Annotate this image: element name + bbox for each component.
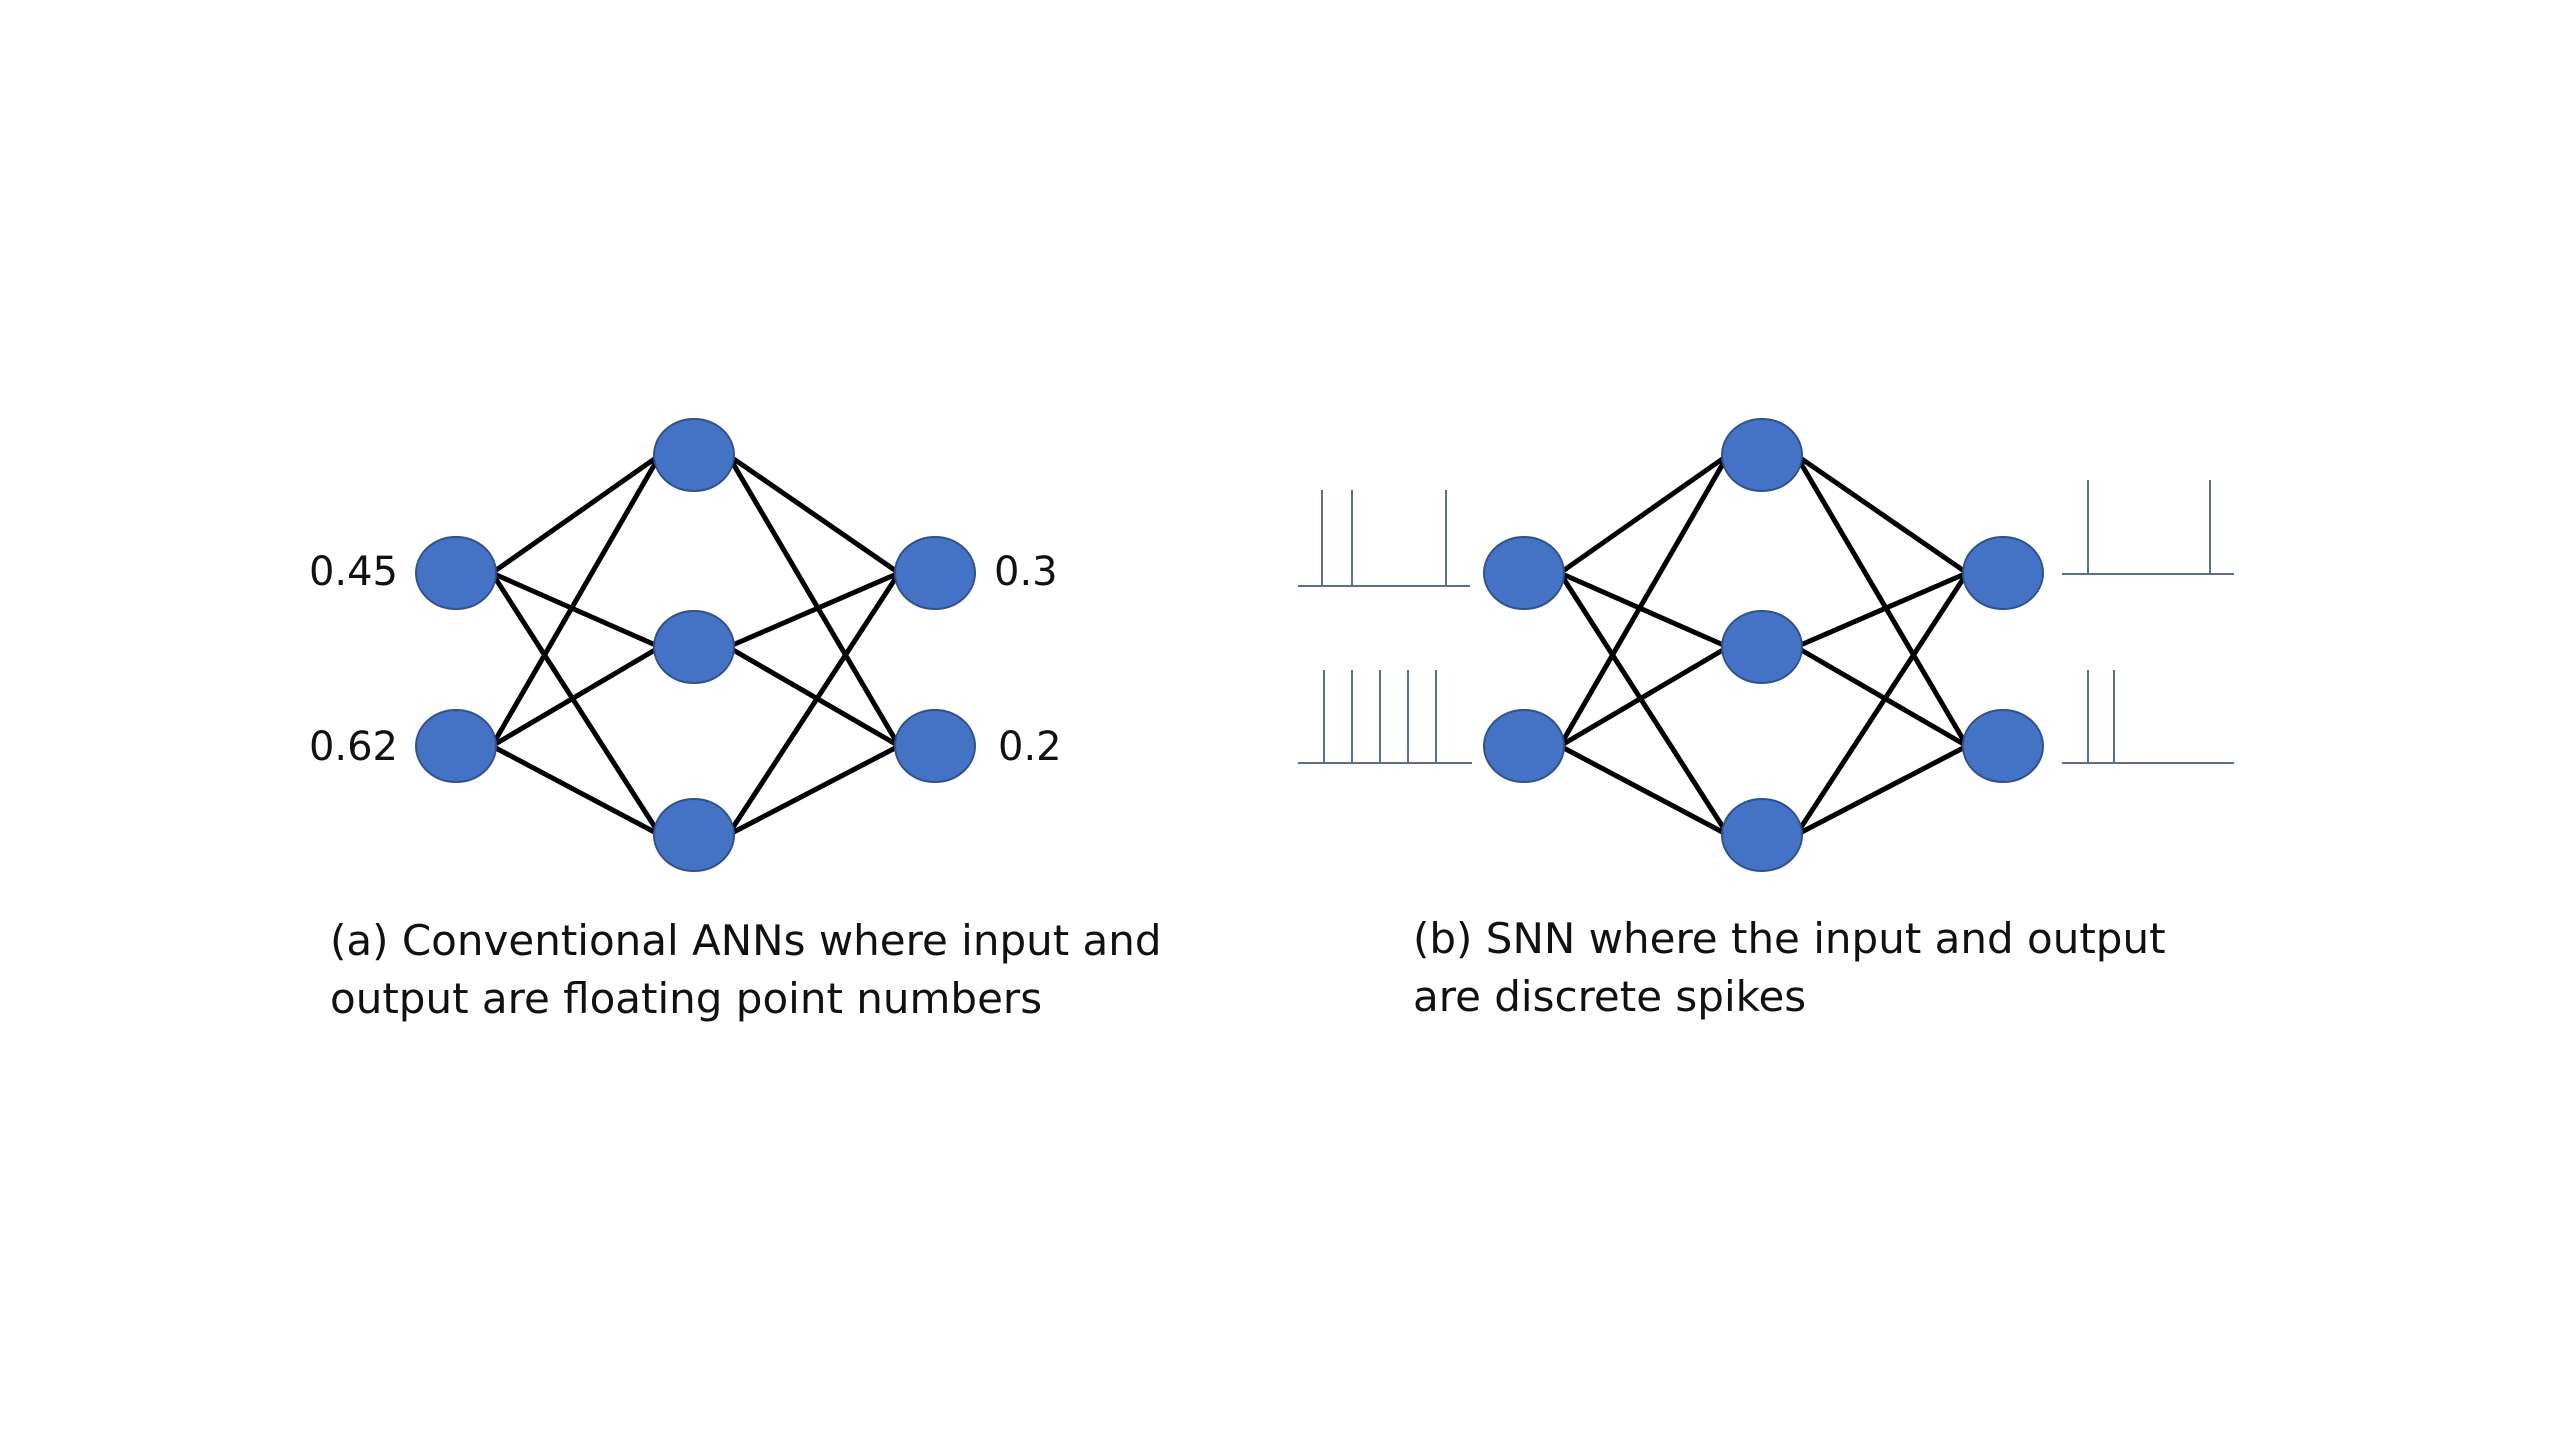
ann-hidden-node-3 [653,798,735,872]
snn-edge-in1-h1 [1558,452,1730,576]
snn-edge-h2-out2 [1794,644,1969,749]
snn-nodes [1483,418,2044,872]
ann-edge-h1-out1 [726,452,901,576]
snn-edge-in2-h3 [1558,743,1730,838]
snn-hidden-node-3 [1721,798,1803,872]
snn-edge-h3-out2 [1794,743,1969,838]
ann-caption-line-2: output are floating point numbers [330,974,1043,1023]
ann-edge-h2-out1 [727,570,900,650]
ann-edge-h3-out1 [725,571,902,837]
snn-edge-h1-out1 [1794,452,1969,576]
snn-output-node-1 [1962,536,2044,610]
ann-output-node-2 [894,709,976,783]
snn-caption-line-1: (b) SNN where the input and output [1413,914,2166,963]
ann-input-label-2: 0.62 [309,724,398,770]
ann-edge-in2-h3 [490,743,662,838]
ann-input-node-1 [415,536,497,610]
snn-edge-in2-h1 [1557,453,1731,748]
ann-hidden-node-2 [653,610,735,684]
ann-caption-line-1: (a) Conventional ANNs where input and [330,916,1162,965]
snn-hidden-node-1 [1721,418,1803,492]
ann-nodes [415,418,976,872]
ann-edge-in2-h2 [490,644,662,749]
ann-output-node-1 [894,536,976,610]
snn-input-node-2 [1483,709,1565,783]
snn-caption-line-2: are discrete spikes [1413,972,1807,1021]
snn-edge-h2-out1 [1795,570,1968,650]
ann-edge-in1-h2 [490,570,662,650]
ann-edge-h2-out2 [726,644,901,749]
snn-edge-in1-h3 [1557,571,1731,837]
ann-input-node-2 [415,709,497,783]
ann-value-labels: 0.45 0.62 0.3 0.2 [309,549,1062,770]
snn-hidden-node-2 [1721,610,1803,684]
snn-input-node-1 [1483,536,1565,610]
ann-edge-in2-h1 [489,453,663,748]
snn-edge-h1-out2 [1793,453,1970,748]
ann-edge-h1-out2 [725,453,902,748]
snn-edge-h3-out1 [1793,571,1970,837]
spike-trains [1298,480,2234,764]
snn-edges [1557,452,1970,838]
ann-input-label-1: 0.45 [309,549,398,595]
ann-output-label-1: 0.3 [994,549,1058,595]
ann-edges [489,452,902,838]
ann-edge-in1-h1 [490,452,662,576]
ann-hidden-node-1 [653,418,735,492]
snn-output-node-2 [1962,709,2044,783]
snn-caption: (b) SNN where the input and output are d… [1413,910,2166,1026]
ann-output-label-2: 0.2 [998,724,1062,770]
snn-edge-in2-h2 [1558,644,1730,749]
ann-edge-in1-h3 [489,571,663,837]
ann-caption: (a) Conventional ANNs where input and ou… [330,912,1162,1028]
snn-edge-in1-h2 [1558,570,1730,650]
ann-edge-h3-out2 [726,743,901,838]
